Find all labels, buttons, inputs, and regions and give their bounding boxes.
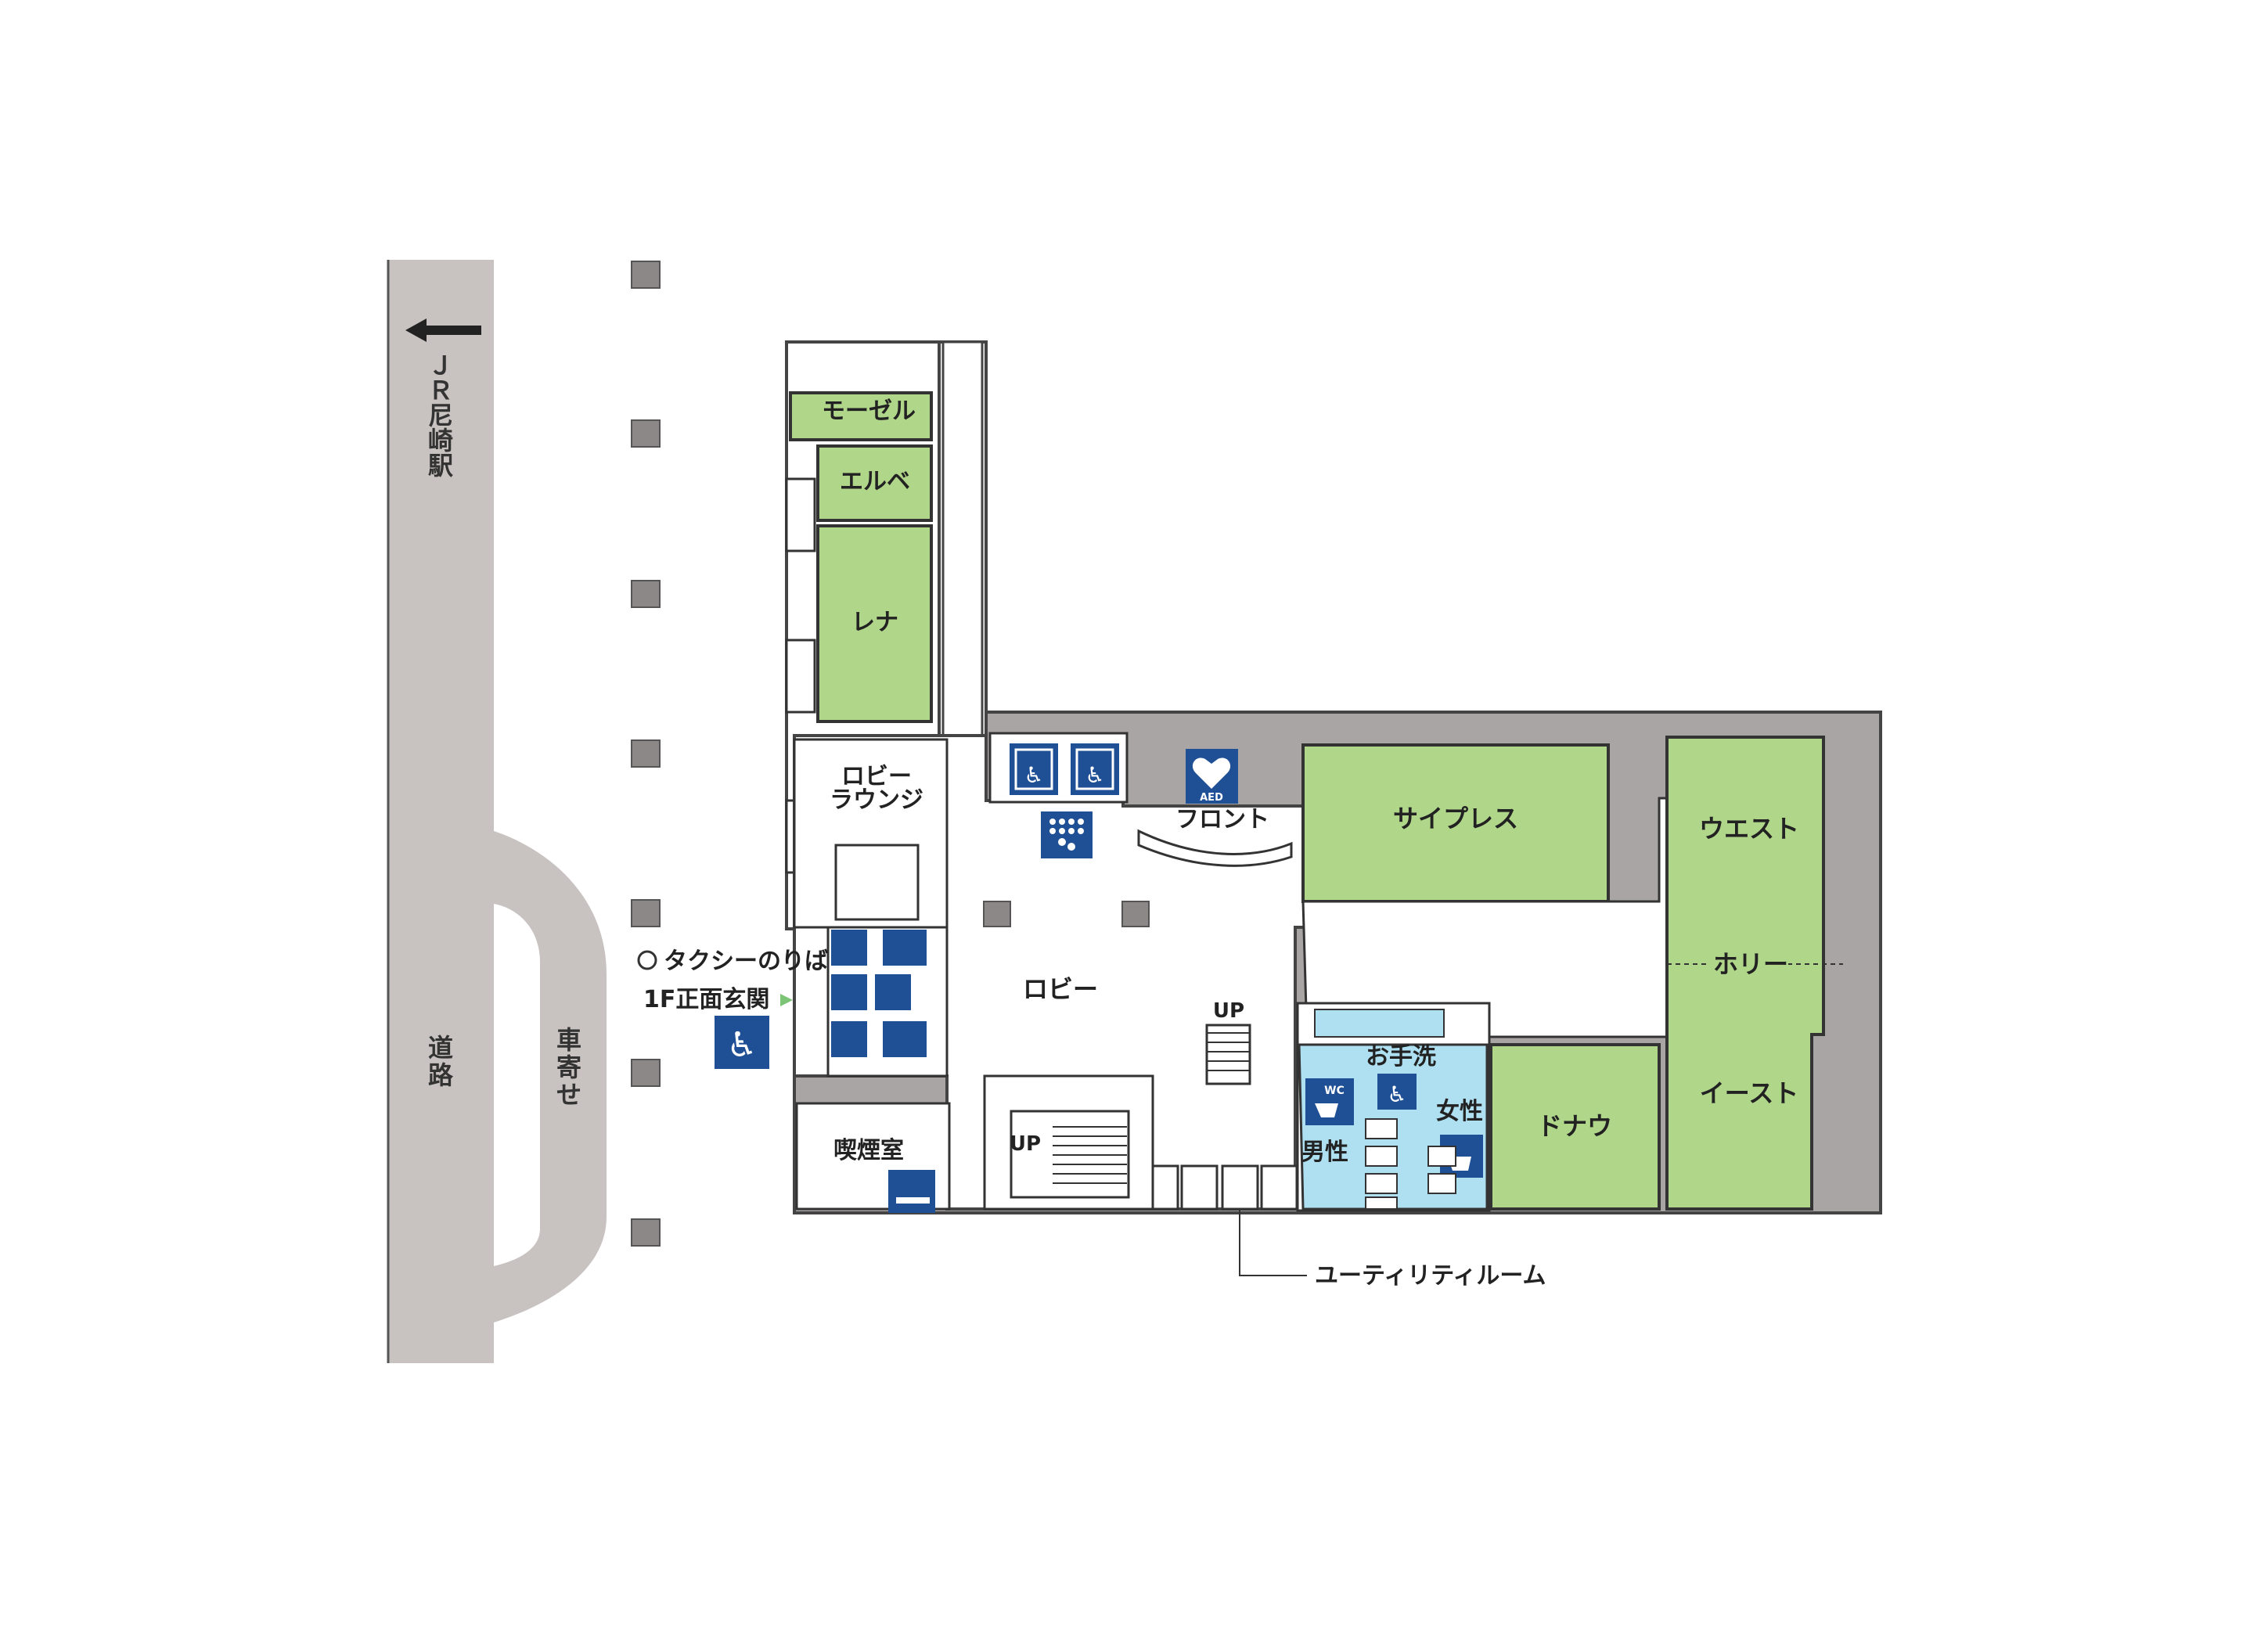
svg-text:♿: ♿ [1085,762,1104,788]
svg-text:WC: WC [1324,1085,1345,1097]
svg-text:♿: ♿ [1024,762,1043,788]
lobby-pillar [983,901,1011,927]
room-lena[interactable]: レナ [816,524,933,723]
taxi-label: タクシーのりば [664,948,828,975]
smoking-icon [888,1170,935,1213]
exterior-pillars [631,261,661,1247]
elevator-icon[interactable]: ♿ [1071,743,1119,795]
lobby-lounge-label-2: ラウンジ [830,786,923,814]
restroom-label: お手洗 [1366,1043,1436,1070]
wc-icon: WC [1305,1078,1354,1125]
carpark-label: 車寄せ [556,1025,581,1110]
female-label: 女性 [1436,1098,1483,1125]
entrance-doors[interactable] [826,926,949,1078]
station-label: ＪＲ尼崎駅 [428,351,453,480]
accessible-icon: ♿ [715,1016,769,1069]
room-elbe[interactable]: エルベ [816,444,933,522]
station-direction-arrow [405,318,481,342]
road-label: 道路 [428,1033,454,1090]
room-holly-label: ホリー [1713,949,1788,979]
lobby-lounge-label-1: ロビー [841,763,912,790]
aed-icon: AED [1186,749,1238,804]
main-entrance: 1F正面玄関 [643,986,793,1013]
male-label: 男性 [1301,1139,1348,1166]
front-desk: フロント [1137,806,1293,867]
braille-icon [883,930,927,1057]
restrooms[interactable]: お手洗 WC ♿ 男性 女性 [1296,1002,1491,1212]
entrance-label: 1F正面玄関 [643,986,769,1013]
room-donau-label: ドナウ [1537,1111,1612,1141]
smoking-label: 喫煙室 [833,1137,904,1164]
elevators: ♿ ♿ [988,732,1129,804]
smoking-room[interactable]: 喫煙室 [795,1102,951,1213]
stairs-south[interactable]: UP [983,1074,1154,1211]
room-east-label: イースト [1700,1078,1798,1108]
room-lena-label: レナ [851,609,898,636]
road-area [387,260,607,1363]
room-mosel-label: モーゼル [822,398,916,425]
front-label: フロント [1175,806,1269,833]
room-donau[interactable]: ドナウ [1489,1043,1661,1211]
room-mosel[interactable]: モーゼル [789,391,933,441]
svg-text:♿: ♿ [1387,1081,1406,1107]
lobby-label: ロビー [1023,974,1098,1004]
taxi-stand: タクシーのりば [637,948,828,975]
svg-text:♿: ♿ [726,1025,757,1065]
room-cypress[interactable]: サイプレス [1301,743,1610,903]
svg-text:AED: AED [1200,792,1223,804]
utility-rooms [1141,1164,1298,1211]
up-label-1: UP [1213,999,1244,1023]
utility-label: ユーティリティルーム [1315,1262,1546,1290]
lobby-pillar [1121,901,1150,927]
up-label-2: UP [1010,1132,1041,1156]
stairs-lobby[interactable]: UP [1205,999,1251,1085]
room-west-label: ウエスト [1699,814,1799,844]
room-holly[interactable]: ウエスト ホリー イースト [1665,736,1843,1211]
room-cypress-label: サイプレス [1393,804,1518,833]
room-elbe-label: エルベ [840,468,910,495]
braille-icon [1041,811,1093,858]
accessible-icon: ♿ [1377,1074,1417,1110]
elevator-icon[interactable]: ♿ [1010,743,1058,795]
